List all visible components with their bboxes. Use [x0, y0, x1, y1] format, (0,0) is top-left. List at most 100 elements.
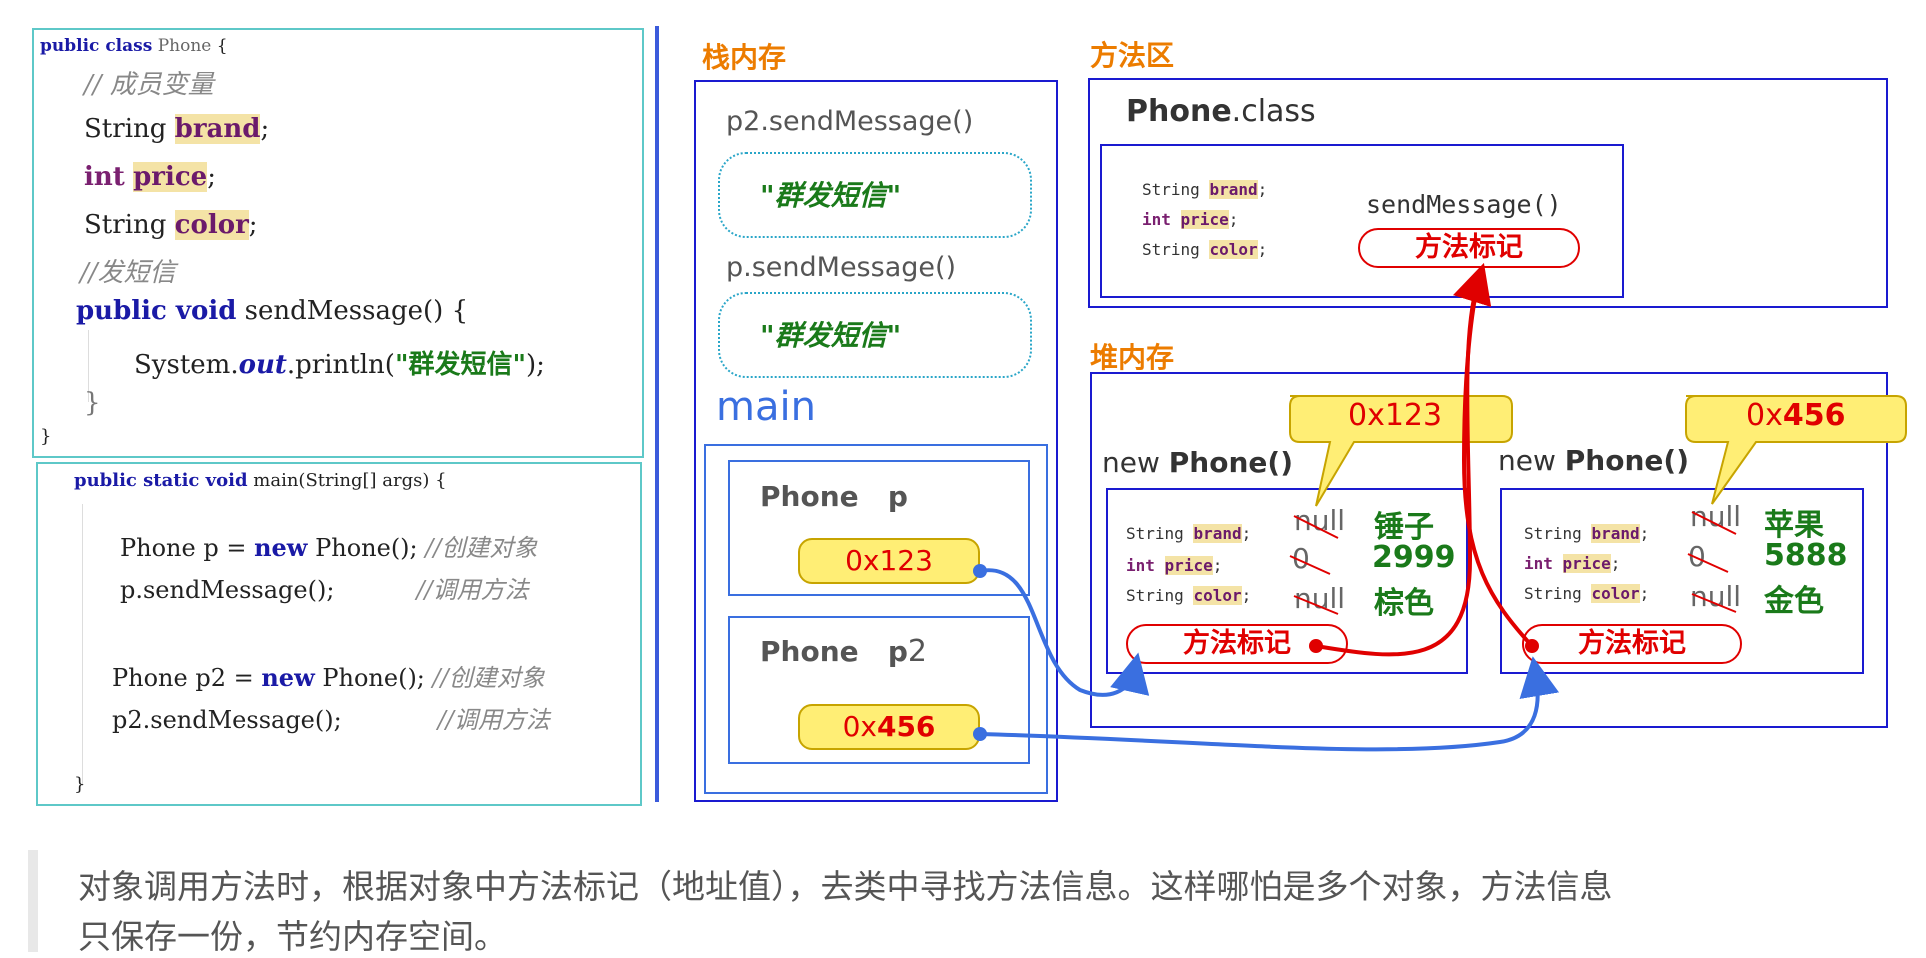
- class-info-field-brand: String brand;: [1142, 180, 1267, 199]
- var-p2-address-bold: 456: [876, 710, 936, 743]
- stack-memory-box: p2.sendMessage() "群发短信" p.sendMessage() …: [694, 80, 1058, 802]
- main-line-call-p2: p2.sendMessage();//调用方法: [112, 700, 550, 735]
- obj1-strike-brand: [1293, 515, 1339, 539]
- field-color-type: String: [84, 210, 167, 240]
- frame-p2-bubble: "群发短信": [718, 152, 1032, 238]
- ci-price-semi: ;: [1228, 210, 1239, 229]
- main-frame-label: main: [716, 384, 816, 430]
- ci-color-name: color: [1209, 240, 1258, 259]
- frame-p-label: p.sendMessage(): [726, 252, 957, 283]
- obj2-new-brand: 苹果: [1764, 508, 1824, 543]
- main-line-call-p: p.sendMessage();//调用方法: [120, 570, 529, 605]
- obj1-brand-type: String: [1126, 524, 1184, 543]
- var-p2-address-prefix: 0x: [842, 710, 877, 743]
- obj2-strike-color: [1691, 593, 1737, 613]
- obj2-brand-type: String: [1524, 524, 1582, 543]
- class-info-field-color: String color;: [1142, 240, 1267, 259]
- field-color-name: color: [174, 210, 249, 240]
- method-body-guide: [88, 330, 89, 402]
- frame-p-bubble: "群发短信": [718, 292, 1032, 378]
- call-p2-statement: p2.sendMessage();: [112, 706, 342, 734]
- obj2-callout-bubble: [1685, 395, 1907, 505]
- ci-price-name: price: [1180, 210, 1229, 229]
- main-close-brace: }: [74, 774, 86, 795]
- obj2-strike-brand: [1691, 511, 1737, 535]
- send-comment: //发短信: [80, 258, 176, 288]
- ci-price-type: int: [1142, 210, 1171, 229]
- method-body-line: System.out.println("群发短信");: [134, 344, 545, 381]
- main-code-panel: public static void main(String[] args) {…: [36, 462, 642, 806]
- field-price-type: int: [84, 162, 125, 192]
- obj1-method-mark: 方法标记: [1126, 624, 1348, 664]
- main-body-guide: [82, 504, 83, 786]
- caption-quote-bar: [28, 850, 38, 952]
- class-file-ext: .class: [1231, 94, 1316, 129]
- obj1-color-type: String: [1126, 586, 1184, 605]
- frame-p2-label: p2.sendMessage(): [726, 106, 974, 137]
- stack-title: 栈内存: [702, 41, 787, 74]
- var-p-address-text: 0x123: [845, 544, 933, 577]
- create-p-new: new: [254, 533, 308, 562]
- body-out: out: [238, 350, 287, 380]
- obj1-strike-color: [1293, 595, 1339, 615]
- obj2-callout-prefix: 0x: [1746, 398, 1783, 433]
- method-area-title: 方法区: [1090, 39, 1175, 72]
- obj2-method-mark-text: 方法标记: [1578, 628, 1686, 659]
- field-brand-semicolon: ;: [260, 114, 270, 144]
- field-brand-name: brand: [174, 114, 261, 144]
- body-end: );: [526, 350, 545, 380]
- main-signature-line: public static void main(String[] args) {: [74, 470, 447, 491]
- obj2-label-class: Phone(): [1564, 444, 1689, 477]
- panel-divider: [655, 26, 659, 802]
- create-p-lhs: Phone p =: [120, 534, 255, 562]
- obj2-callout-bold: 456: [1782, 398, 1846, 433]
- members-comment: // 成员变量: [84, 70, 214, 100]
- caption-line-1: 对象调用方法时，根据对象中方法标记（地址值），去类中寻找方法信息。这样哪怕是多个…: [78, 867, 1613, 906]
- obj2-callout-text: 0x456: [1746, 398, 1845, 433]
- obj1-strike-price: [1289, 555, 1331, 575]
- body-string: "群发短信": [394, 350, 527, 380]
- obj2-old-price: 0: [1688, 540, 1706, 573]
- obj1-field-brand: String brand;: [1126, 524, 1252, 543]
- create-p2-rhs: Phone();: [314, 664, 425, 692]
- var-p-box: Phone p 0x123: [728, 460, 1030, 596]
- main-keyword: public static void: [74, 470, 248, 491]
- main-line-create-p2: Phone p2 = new Phone(); //创建对象: [112, 658, 545, 693]
- field-brand-type: String: [84, 114, 167, 144]
- class-code-panel: public class Phone { // 成员变量 String bran…: [32, 28, 644, 458]
- method-signature-line: public void sendMessage() {: [76, 296, 468, 326]
- class-declaration-line: public class Phone {: [40, 36, 228, 56]
- method-keyword: public void: [76, 296, 237, 326]
- obj2-price-name: price: [1562, 554, 1611, 573]
- field-price-semicolon: ;: [207, 162, 216, 192]
- var-p2-label: Phone p2: [760, 634, 927, 669]
- call-p-comment: //调用方法: [416, 576, 529, 604]
- ci-color-semi: ;: [1257, 240, 1268, 259]
- class-name: Phone: [157, 36, 212, 56]
- var-p2-label-sub: 2: [907, 634, 927, 669]
- obj2-new-color: 金色: [1764, 584, 1824, 619]
- obj2-old-brand: null: [1690, 500, 1742, 533]
- ci-brand-type: String: [1142, 180, 1200, 199]
- class-info-method: sendMessage(): [1366, 190, 1562, 219]
- method-signature: sendMessage() {: [244, 296, 469, 326]
- field-brand-line: String brand;: [84, 114, 269, 144]
- create-p2-new: new: [261, 663, 315, 692]
- class-file-label: Phone.class: [1126, 94, 1316, 129]
- field-color-line: String color;: [84, 210, 258, 240]
- field-color-semicolon: ;: [248, 210, 258, 240]
- obj2-color-type: String: [1524, 584, 1582, 603]
- create-p2-lhs: Phone p2 =: [112, 664, 262, 692]
- create-p2-comment: //创建对象: [432, 664, 545, 692]
- create-p-comment: //创建对象: [425, 534, 538, 562]
- var-p2-address: 0x456: [798, 704, 980, 750]
- class-open-brace: {: [216, 36, 228, 56]
- obj2-strike-price: [1687, 553, 1729, 573]
- caption-line-2: 只保存一份，节约内存空间。: [78, 917, 507, 956]
- var-p-label: Phone p: [760, 480, 908, 513]
- obj2-field-color: String color;: [1524, 584, 1650, 603]
- ci-color-type: String: [1142, 240, 1200, 259]
- obj1-label-class: Phone(): [1168, 446, 1293, 479]
- main-line-create-p: Phone p = new Phone(); //创建对象: [120, 528, 537, 563]
- obj1-field-price: int price;: [1126, 556, 1223, 575]
